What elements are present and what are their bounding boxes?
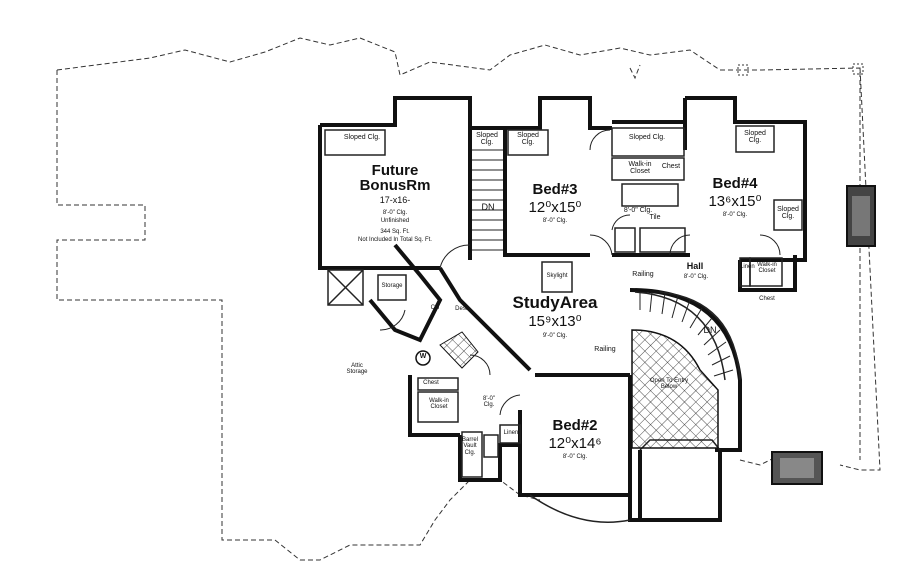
hall-name: Hall: [686, 261, 704, 271]
skylight-label: Skylight: [546, 273, 568, 279]
study-dim: 15⁹x13⁰: [528, 313, 582, 330]
study-name: StudyArea: [512, 293, 598, 312]
bed3-ceiling: 8'-0" Clg.: [542, 218, 568, 224]
hall-ceiling: 8'-0" Clg.: [683, 274, 709, 280]
chimney-inner: [852, 196, 870, 236]
barrel-vault-label: Barrel Vault Clg.: [462, 437, 479, 456]
storage-label: Storage: [381, 283, 403, 289]
hall-walkin-label: Walk-in Closet: [757, 262, 777, 275]
bonus-note: Unfinished: [380, 218, 410, 224]
bonus-name-2: BonusRm: [359, 177, 431, 194]
bed4-dim: 13⁶x15⁰: [708, 193, 762, 210]
bed3-sloped-label: Sloped Clg.: [517, 132, 539, 147]
linen-label-2: Linen: [503, 430, 519, 436]
bonus-name: Future: [371, 162, 419, 179]
stair-dn-label: DN: [481, 202, 495, 212]
bed4-ceiling: 8'-0" Clg.: [722, 212, 748, 218]
hall2-ceiling: 8'-0" Clg.: [483, 396, 495, 409]
bed2-dim: 12⁰x14⁶: [548, 435, 602, 452]
desk-label: Desk: [455, 306, 469, 312]
curved-stair-dn: DN: [703, 325, 717, 335]
bath-tile-label: Tile: [649, 214, 661, 221]
attic-storage-label: Attic Storage: [346, 363, 368, 376]
interior-lines: [324, 125, 803, 523]
open-to-entry-hatch: [631, 329, 719, 449]
bonus-sloped-label: Sloped Clg.: [343, 134, 381, 141]
door-swings: [379, 129, 781, 416]
bed3-dim: 12⁰x15⁰: [528, 199, 582, 216]
bonus-area-note: Not Included In Total Sq. Ft.: [358, 237, 432, 243]
chimney-mark: [737, 64, 749, 76]
corner-mark: [852, 63, 864, 75]
left-walkin-label: Walk-in Closet: [429, 398, 449, 411]
bonus-dim: 17-x16-: [379, 195, 411, 205]
bed2-ceiling: 8'-0" Clg.: [562, 454, 588, 460]
bonus-area: 344 Sq. Ft.: [380, 229, 410, 235]
left-chest-label: Chest: [423, 380, 439, 386]
bath-ceiling-label: 8'-0" Clg.: [623, 207, 653, 214]
bath-walkin-label: Walk-in Closet: [628, 161, 652, 176]
walls: [318, 96, 807, 522]
hall-linen-label: Linen: [740, 264, 755, 270]
bed3-name: Bed#3: [532, 181, 578, 198]
bed4-sloped-label: Sloped Clg.: [744, 130, 766, 145]
bed4-sloped-right: Sloped Clg.: [777, 206, 799, 221]
bed4-name: Bed#4: [712, 175, 758, 192]
hall-chest-label: Chest: [759, 296, 775, 302]
ch-label: CH: [430, 305, 440, 311]
railing-side-label: Railing: [594, 346, 616, 353]
chase-hatch: [439, 331, 479, 369]
w-label: W: [419, 353, 427, 360]
water-heater: [415, 350, 431, 366]
bonus-ceiling: 8'-0" Clg.: [382, 210, 408, 216]
stair-sloped-label: Sloped Clg.: [476, 132, 498, 147]
porch-inner: [780, 458, 814, 478]
open-to-entry-label: Open To Entry Below: [649, 378, 689, 391]
bath-chest-label: Chest: [661, 163, 681, 170]
study-ceiling: 9'-0" Clg.: [542, 333, 568, 339]
bed2-name: Bed#2: [552, 417, 598, 434]
roof-outline: [56, 37, 881, 561]
railing-top-label: Railing: [632, 271, 654, 278]
bath-sloped-label: Sloped Clg.: [628, 134, 666, 141]
